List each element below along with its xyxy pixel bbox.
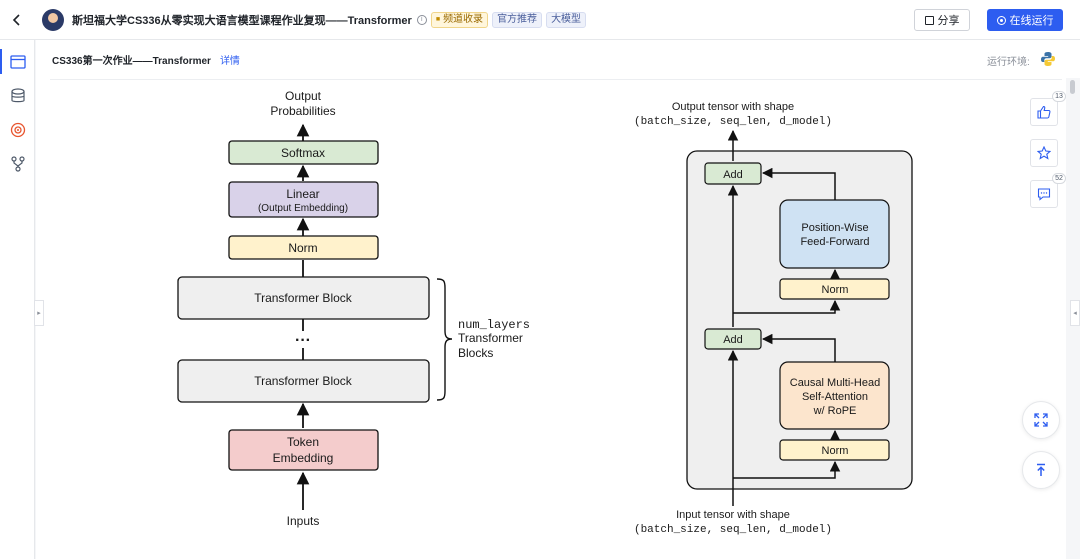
add-top-label: Add xyxy=(723,169,743,181)
favorite-button[interactable] xyxy=(1030,139,1058,167)
sidebar-item-data[interactable] xyxy=(9,87,26,104)
like-button[interactable]: 13 xyxy=(1030,91,1066,126)
norm-top-label: Norm xyxy=(822,284,849,296)
ffn-box xyxy=(779,199,890,269)
brace-line3: Blocks xyxy=(458,346,493,360)
back-to-top-button[interactable] xyxy=(1022,451,1060,489)
transformer-block-bottom-label: Transformer Block xyxy=(254,374,353,388)
ffn-line2: Feed-Forward xyxy=(800,236,869,248)
ffn-line1: Position-Wise xyxy=(801,222,868,234)
output-tensor-title: Output tensor with shape xyxy=(672,101,794,113)
brace-line2: Transformer xyxy=(458,331,523,345)
softmax-box xyxy=(228,140,379,165)
output-label-line1: Output xyxy=(285,89,322,103)
token-embedding-line1: Token xyxy=(287,435,319,449)
run-online-button[interactable]: 在线运行 xyxy=(987,9,1063,31)
token-embedding-box xyxy=(228,429,379,471)
comment-count: 52 xyxy=(1052,173,1066,184)
attention-line3: w/ RoPE xyxy=(813,405,857,417)
sidebar-item-versions[interactable] xyxy=(9,155,26,172)
layers-brace xyxy=(436,278,453,401)
info-icon[interactable]: i xyxy=(416,14,427,25)
comment-icon xyxy=(1037,188,1051,201)
transformer-block-top-label: Transformer Block xyxy=(254,291,353,305)
attention-line1: Causal Multi-Head xyxy=(790,377,880,389)
input-tensor-title: Input tensor with shape xyxy=(676,509,790,521)
ellipsis: ··· xyxy=(295,332,311,349)
tag-llm[interactable]: 大模型 xyxy=(546,11,587,28)
back-button[interactable] xyxy=(0,0,34,40)
env-label: 运行环境: xyxy=(987,57,1030,68)
linear-label: Linear xyxy=(286,187,319,201)
softmax-label: Softmax xyxy=(281,146,325,160)
author-avatar[interactable] xyxy=(42,8,64,31)
left-diagram: Output Probabilities Softmax Linear (Out… xyxy=(177,89,530,528)
divider xyxy=(50,79,1062,80)
attention-box xyxy=(779,361,890,430)
tag-official[interactable]: 官方推荐 xyxy=(492,11,543,28)
sidebar-item-notebook[interactable] xyxy=(0,49,35,74)
linear-sublabel: (Output Embedding) xyxy=(258,203,348,214)
left-rail xyxy=(0,40,35,559)
brace-num-layers: num_layers xyxy=(458,318,530,332)
comment-button[interactable]: 52 xyxy=(1030,173,1066,208)
thumbs-up-icon xyxy=(1037,105,1051,119)
detail-link[interactable]: 详情 xyxy=(219,55,240,67)
share-button[interactable]: 分享 xyxy=(914,9,970,31)
norm-bottom-label: Norm xyxy=(822,445,849,457)
collapse-left-handle[interactable]: ▸ xyxy=(34,300,44,326)
right-diagram: Output tensor with shape (batch_size, se… xyxy=(634,101,913,536)
linear-box xyxy=(228,181,379,218)
norm-bottom-box xyxy=(779,439,890,461)
input-tensor-shape: (batch_size, seq_len, d_model) xyxy=(634,524,832,536)
share-label: 分享 xyxy=(937,15,960,27)
run-label: 在线运行 xyxy=(1009,15,1054,27)
target-icon xyxy=(10,122,25,137)
transformer-block-bottom xyxy=(177,359,430,403)
notebook-icon xyxy=(9,54,26,69)
norm-top-box xyxy=(779,278,890,300)
branch-icon xyxy=(10,155,25,172)
database-icon xyxy=(10,87,25,102)
add-bottom-label: Add xyxy=(723,334,743,346)
star-icon xyxy=(1037,146,1051,160)
final-norm-label: Norm xyxy=(288,241,317,255)
output-label-line2: Probabilities xyxy=(270,104,335,118)
token-embedding-line2: Embedding xyxy=(273,451,334,465)
tag-channel[interactable]: 频道收录 xyxy=(430,11,489,28)
top-bar: 斯坦福大学CS336从零实现大语言模型课程作业复现——Transformer i… xyxy=(0,0,1080,40)
share-icon xyxy=(924,15,934,25)
run-icon xyxy=(996,15,1006,25)
fullscreen-button[interactable] xyxy=(1022,401,1060,439)
add-top-box xyxy=(704,162,762,185)
final-norm-box xyxy=(228,235,379,260)
attention-line2: Self-Attention xyxy=(802,391,868,403)
notebook-title: CS336第一次作业——Transformer xyxy=(52,55,211,67)
python-icon[interactable] xyxy=(1040,51,1056,67)
like-count: 13 xyxy=(1052,91,1066,102)
scrollbar[interactable] xyxy=(1070,80,1075,94)
inputs-label: Inputs xyxy=(287,514,320,528)
page-title: 斯坦福大学CS336从零实现大语言模型课程作业复现——Transformer xyxy=(72,14,412,27)
transformer-block-top xyxy=(177,276,430,320)
output-tensor-shape: (batch_size, seq_len, d_model) xyxy=(634,116,832,128)
add-bottom-box xyxy=(704,328,762,350)
chevron-left-icon xyxy=(12,13,20,26)
sidebar-item-model[interactable] xyxy=(9,121,26,138)
arrow-up-icon xyxy=(1037,463,1045,476)
notebook-header: CS336第一次作业——Transformer 详情 运行环境: xyxy=(36,40,1080,78)
expand-icon xyxy=(1034,413,1048,427)
